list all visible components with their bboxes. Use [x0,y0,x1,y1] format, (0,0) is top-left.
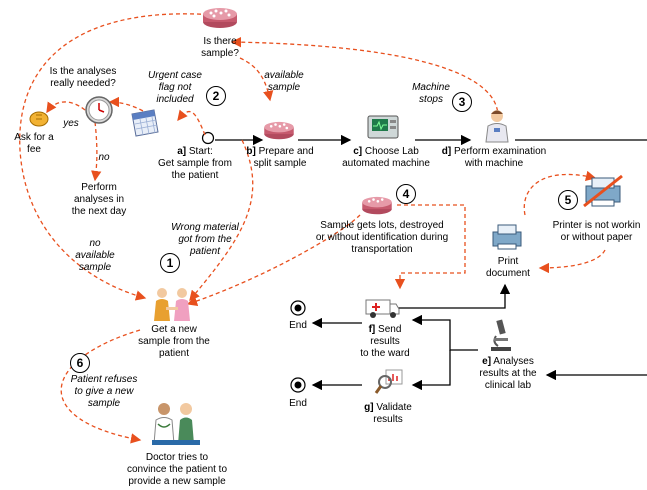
magnifier-chart-icon [374,369,403,394]
calendar-icon [131,109,159,137]
decision-is-there-sample: Is there sample? [201,36,239,59]
sample-tray-icon [362,196,392,215]
node-get-new-sample: Get a new sample from the patient [138,324,210,359]
printer-icon [492,224,522,250]
step-b-prefix: b] [246,146,256,157]
node-send: f] Send results to the ward [350,324,420,360]
flow-lab-to-validate [411,350,451,391]
exc-patient-refuses [60,329,142,444]
exc-clock-yes [46,101,86,114]
decision-analyses-needed: Is the analyses really needed? [49,66,117,89]
badge-5: 5 [558,190,578,210]
step-e-text: Analyses results at the clinical lab [479,356,537,391]
exc-loop-left [19,13,216,301]
exc-question-to-prepare [239,57,274,102]
label-patient-refuses: Patient refuses to give a new sample [70,374,138,409]
end-label-2: End [289,398,307,409]
flow-send-to-print [398,283,511,309]
node-analyses: e] Analyses results at the clinical lab [466,356,550,392]
node-doctor-tries: Doctor tries to convince the patient to … [126,452,228,487]
lab-machine-icon [367,115,399,139]
exc-wrong-material [189,139,254,301]
exc-clock-no [91,121,102,182]
sample-tray-icon [264,121,294,140]
badge-6: 6 [70,353,90,373]
badge-1: 1 [160,253,180,273]
doctor-patient-icon [152,403,200,445]
node-printer-not-working: Printer is not workin or without paper [552,220,641,243]
step-e-prefix: e] [482,356,492,367]
exc-printer-to-print [538,249,606,274]
flow-lab-to-send [411,314,478,351]
nurse-patient-icon [154,288,190,321]
step-a-prefix: a] [177,146,187,157]
printer-icon [583,174,623,208]
exc-lost-box [394,204,466,290]
label-urgent-flag: Urgent case flag not included [148,70,202,105]
step-d-prefix: d] [441,146,452,157]
node-validate: g] Validate results [356,402,420,426]
badge-3: 3 [452,92,472,112]
clock-icon [85,96,113,124]
step-f-text: Send results to the ward [360,324,410,359]
exc-urgent-to-clock [108,96,156,119]
exc-print-to-printer [523,170,597,216]
sample-tray-icon [203,8,237,28]
microscope-icon [491,319,511,351]
step-a-text: Start: Get sample from the patient [158,146,232,181]
label-no: no [98,152,110,163]
end-target-icon [290,377,306,393]
step-c-text: Choose Lab automated machine [342,146,430,169]
node-print-document: Print document [486,256,530,279]
node-choose: c] Choose Lab automated machine [336,146,436,170]
node-sample-lost: Sample gets lots, destroyed or without i… [315,220,449,255]
label-no-available: no available sample [75,238,115,273]
start-node [201,131,215,145]
coin-icon [29,111,49,127]
label-available-sample: available sample [264,70,304,93]
exc-tech-to-question [230,36,499,119]
node-start: a] Start: Get sample from the patient [150,146,240,182]
label-wrong-material: Wrong material got from the patient [171,222,239,257]
end-label-1: End [289,320,307,331]
step-b-text: Prepare and split sample [253,146,314,169]
step-g-prefix: g] [364,402,374,413]
technician-icon [485,110,509,143]
end-target-icon [290,300,306,316]
step-g-text: Validate results [373,402,412,425]
ambulance-icon [365,299,400,318]
exc-lost-to-newsample [186,214,361,307]
step-d-text: Perform examination with machine [453,146,547,169]
label-yes: yes [63,118,79,129]
node-next-day: Perform analyses in the next day [71,182,127,217]
badge-4: 4 [396,184,416,204]
node-prepare: b] Prepare and split sample [240,146,320,170]
node-perform: d] Perform examination with machine [438,146,550,170]
exc-start-back [177,109,206,136]
badge-2: 2 [206,86,226,106]
step-c-prefix: c] [353,146,363,157]
step-f-prefix: f] [368,324,376,335]
label-machine-stops: Machine stops [412,82,450,105]
node-ask-fee: Ask for a fee [14,132,54,155]
